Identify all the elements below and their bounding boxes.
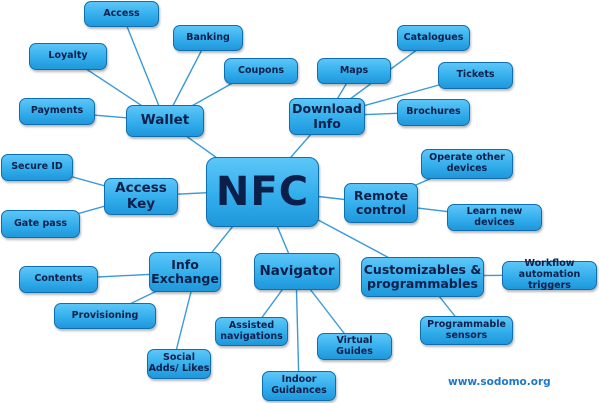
access-node: Access [84, 1, 159, 27]
remote-control-node: Remote control [344, 183, 418, 223]
nfc-center-node: NFC [206, 157, 319, 227]
workflow-automation-triggers-node: Workflow automation triggers [502, 258, 597, 291]
brochures-node: Brochures [397, 99, 470, 126]
coupons-node: Coupons [224, 58, 298, 84]
access-key-node: Access Key [104, 178, 178, 215]
learn-new-devices-node: Learn new devices [447, 204, 542, 231]
maps-node: Maps [317, 58, 391, 84]
download-info-node: Download Info [289, 98, 365, 135]
loyalty-node: Loyalty [29, 43, 107, 70]
assisted-navigations-node: Assisted navigations [215, 317, 288, 346]
payments-node: Payments [19, 98, 95, 125]
gate-pass-node: Gate pass [1, 210, 80, 238]
tickets-node: Tickets [438, 62, 513, 89]
virtual-guides-node: Virtual Guides [317, 333, 392, 360]
contents-node: Contents [19, 266, 98, 293]
operate-other-devices-node: Operate other devices [421, 149, 513, 179]
banking-node: Banking [173, 25, 243, 51]
wallet-node: Wallet [126, 105, 204, 137]
secure-id-node: Secure ID [1, 154, 73, 181]
navigator-node: Navigator [254, 253, 340, 290]
customizables-node: Customizables & programmables [361, 257, 484, 297]
indoor-guidances-node: Indoor Guidances [262, 371, 336, 401]
programmable-sensors-node: Programmable sensors [420, 316, 513, 345]
watermark-url: www.sodomo.org [448, 376, 551, 388]
social-adds-likes-node: Social Adds/ Likes [147, 349, 211, 379]
info-exchange-node: Info Exchange [149, 252, 221, 292]
provisioning-node: Provisioning [54, 303, 156, 329]
catalogues-node: Catalogues [397, 25, 470, 51]
